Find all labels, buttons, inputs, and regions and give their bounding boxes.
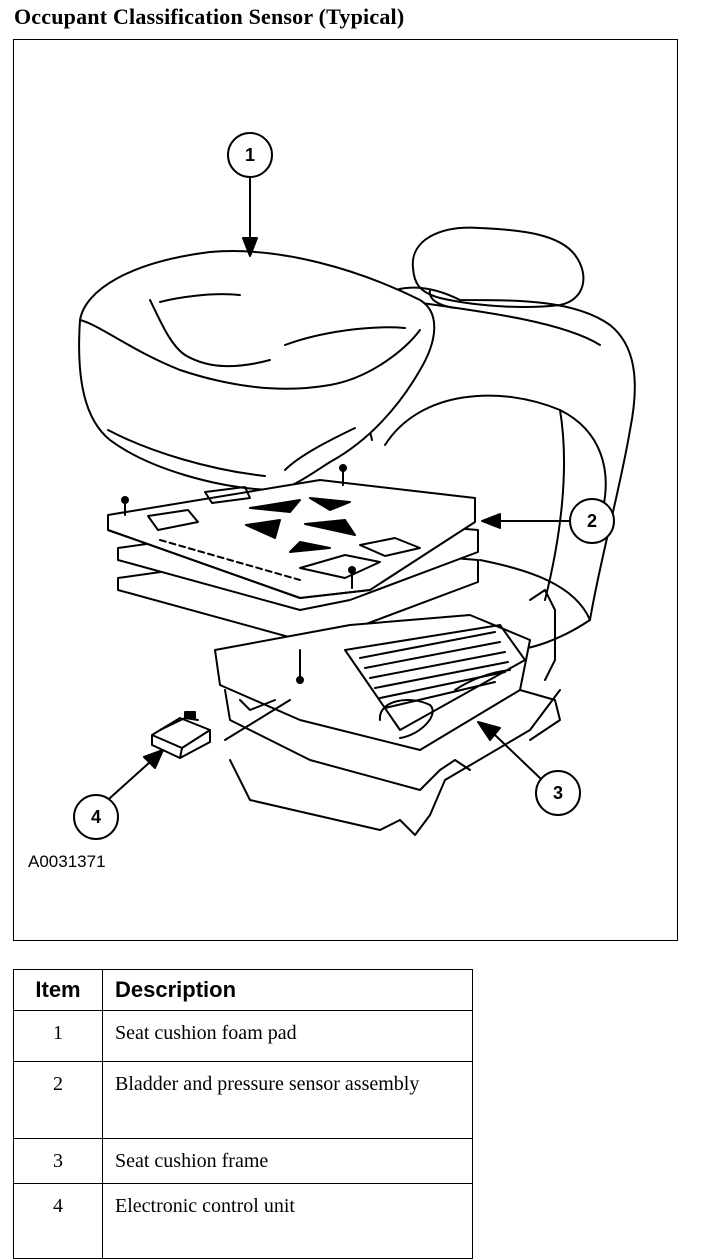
figure-id: A0031371 bbox=[28, 852, 106, 871]
electronic-control-unit bbox=[151, 711, 211, 759]
diagram-title: Occupant Classification Sensor (Typical) bbox=[14, 4, 405, 29]
seat-cushion-foam-pad bbox=[78, 250, 436, 491]
legend-item-description: Electronic control unit bbox=[102, 1183, 473, 1259]
legend-item-description: Bladder and pressure sensor assembly bbox=[102, 1061, 473, 1139]
legend-item-number: 1 bbox=[13, 1010, 103, 1062]
legend-header-row: Item Description bbox=[13, 969, 473, 1011]
legend-item-number: 2 bbox=[13, 1061, 103, 1139]
table-row: 3 Seat cushion frame bbox=[13, 1138, 473, 1184]
table-row: 4 Electronic control unit bbox=[13, 1183, 473, 1259]
legend-item-description: Seat cushion frame bbox=[102, 1138, 473, 1184]
callout-4-label: 4 bbox=[91, 807, 101, 827]
bladder-sensor-assembly bbox=[107, 464, 479, 641]
seat-cushion-frame bbox=[214, 589, 561, 836]
legend-header-description: Description bbox=[102, 969, 473, 1011]
callout-2-label: 2 bbox=[587, 511, 597, 531]
figure-frame bbox=[13, 39, 678, 941]
callout-3-label: 3 bbox=[553, 783, 563, 803]
legend-header-item: Item bbox=[13, 969, 103, 1011]
legend-item-number: 3 bbox=[13, 1138, 103, 1184]
seat-exploded-diagram: 1 2 3 4 bbox=[73, 132, 636, 840]
seat-back bbox=[363, 226, 636, 651]
table-row: 2 Bladder and pressure sensor assembly bbox=[13, 1061, 473, 1139]
leader-arrows bbox=[109, 177, 571, 799]
legend-item-description: Seat cushion foam pad bbox=[102, 1010, 473, 1062]
table-row: 1 Seat cushion foam pad bbox=[13, 1010, 473, 1062]
legend-item-number: 4 bbox=[13, 1183, 103, 1259]
callout-1-label: 1 bbox=[245, 145, 255, 165]
legend-table: Item Description 1 Seat cushion foam pad… bbox=[13, 969, 473, 1259]
callout-circles bbox=[73, 132, 615, 840]
